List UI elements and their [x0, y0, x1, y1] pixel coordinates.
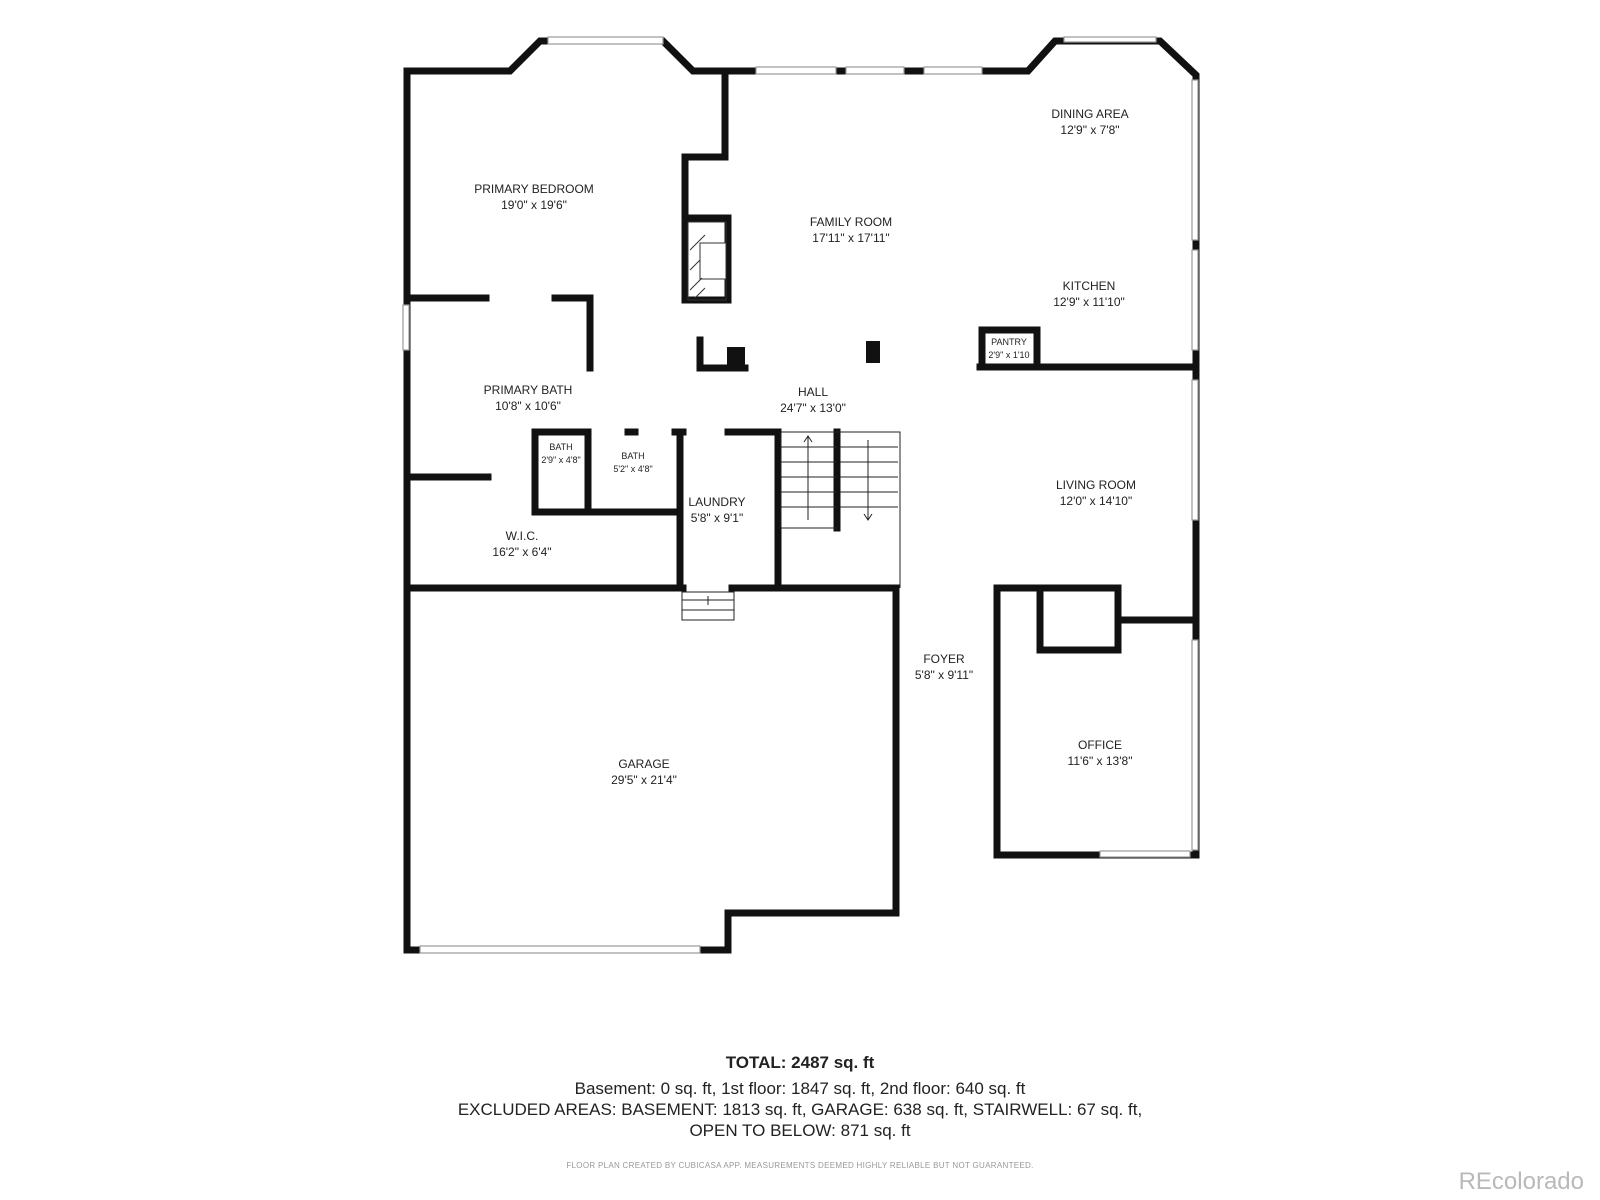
room-name-living-room: LIVING ROOM	[1056, 478, 1136, 492]
room-name-bath-2: BATH	[621, 451, 644, 461]
room-dims-office: 11'6" x 13'8"	[1068, 754, 1133, 768]
room-dims-living-room: 12'0" x 14'10"	[1060, 494, 1133, 508]
room-name-laundry: LAUNDRY	[688, 495, 745, 509]
room-name-family-room: FAMILY ROOM	[810, 215, 892, 229]
stairs	[681, 431, 901, 621]
fireplace	[687, 221, 727, 301]
room-name-hall: HALL	[798, 385, 828, 399]
disclaimer: FLOOR PLAN CREATED BY CUBICASA APP. MEAS…	[566, 1161, 1034, 1170]
wall-pantry	[978, 326, 1041, 371]
wall-exterior-top	[403, 37, 1200, 859]
room-name-kitchen: KITCHEN	[1063, 279, 1116, 293]
room-dims-hall: 24'7" x 13'0"	[780, 401, 846, 415]
total-area: TOTAL: 2487 sq. ft	[725, 1053, 875, 1072]
windows	[402, 36, 1199, 954]
room-dims-laundry: 5'8" x 9'1"	[691, 511, 743, 525]
room-dims-dining-area: 12'9" x 7'8"	[1060, 123, 1119, 137]
wall-closet	[1036, 584, 1122, 654]
room-labels: PRIMARY BEDROOM 19'0" x 19'6" FAMILY ROO…	[474, 107, 1136, 787]
room-dims-bath-2: 5'2" x 4'8"	[613, 464, 652, 474]
room-name-office: OFFICE	[1078, 738, 1122, 752]
room-dims-bath-1: 2'9" x 4'8"	[541, 455, 580, 465]
posts	[727, 341, 880, 369]
room-dims-garage: 29'5" x 21'4"	[611, 773, 677, 787]
room-dims-pantry: 2'9" x 1'10	[988, 350, 1029, 360]
wall-bedroom-bottom	[403, 294, 749, 372]
room-name-dining-area: DINING AREA	[1051, 107, 1128, 121]
open-to-below: OPEN TO BELOW: 871 sq. ft	[689, 1121, 911, 1140]
room-dims-family-room: 17'11" x 17'11"	[812, 231, 889, 245]
room-name-primary-bath: PRIMARY BATH	[484, 383, 573, 397]
wall-bath1	[531, 428, 592, 516]
floor-areas: Basement: 0 sq. ft, 1st floor: 1847 sq. …	[574, 1079, 1026, 1098]
room-name-bath-1: BATH	[549, 442, 572, 452]
wall-office	[993, 584, 1200, 624]
wall-bedroom-right	[681, 67, 729, 304]
room-name-primary-bedroom: PRIMARY BEDROOM	[474, 182, 594, 196]
room-name-wic: W.I.C.	[506, 529, 539, 543]
room-dims-wic: 16'2" x 6'4"	[492, 545, 551, 559]
excluded-areas: EXCLUDED AREAS: BASEMENT: 1813 sq. ft, G…	[457, 1100, 1143, 1119]
watermark-logo: REcolorado	[1458, 1168, 1584, 1195]
walls	[403, 37, 1200, 954]
room-dims-foyer: 5'8" x 9'11"	[915, 668, 973, 682]
room-name-foyer: FOYER	[923, 652, 965, 666]
room-name-garage: GARAGE	[618, 757, 669, 771]
room-dims-primary-bedroom: 19'0" x 19'6"	[501, 198, 567, 212]
room-dims-kitchen: 12'9" x 11'10"	[1053, 295, 1125, 309]
wall-exterior-left	[403, 67, 900, 954]
room-dims-primary-bath: 10'8" x 10'6"	[495, 399, 561, 413]
wall-office-outer	[993, 584, 1200, 859]
wall-laundry	[676, 428, 782, 592]
room-name-pantry: PANTRY	[991, 337, 1027, 347]
